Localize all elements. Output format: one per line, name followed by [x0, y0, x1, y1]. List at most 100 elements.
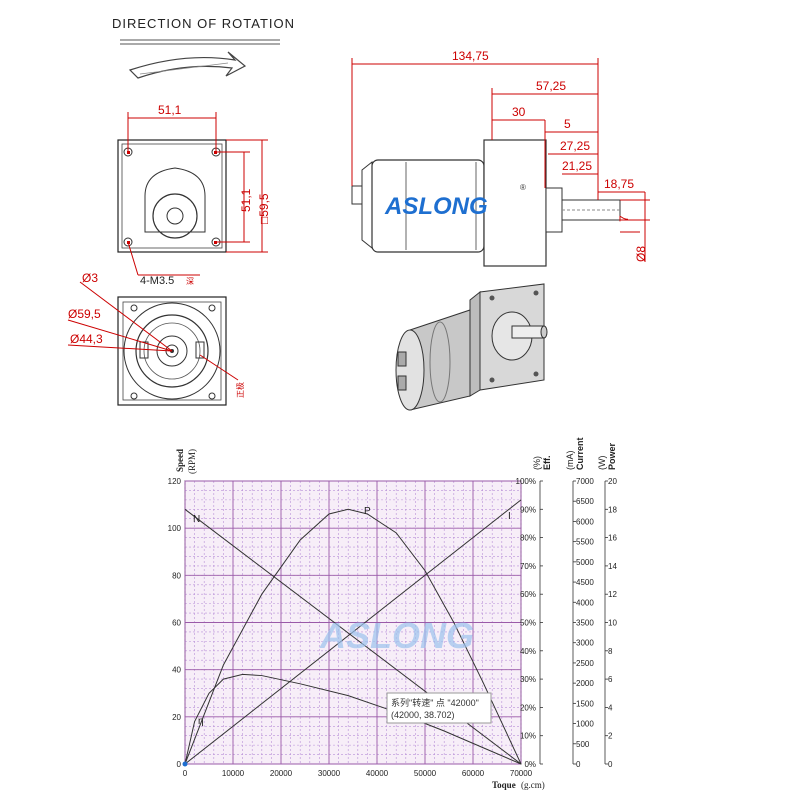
right-tick-label: 3500: [576, 619, 594, 628]
curve-label-p: P: [364, 506, 371, 517]
side-gear-length: 57,25: [536, 79, 566, 93]
y-tick-labels: 0 20 40 60 80 100 120: [168, 477, 182, 769]
right-tick-label: 14: [608, 562, 617, 571]
side-dim-8: Ø8: [634, 246, 648, 262]
direction-title: DIRECTION OF ROTATION: [112, 16, 295, 31]
right-tick-label: 1500: [576, 699, 594, 708]
x-tick-label: 0: [183, 769, 188, 778]
curve-label-i: I: [508, 511, 511, 522]
side-view: [351, 139, 621, 267]
x-tick-label: 60000: [462, 769, 485, 778]
curve-label-n: N: [193, 514, 200, 525]
right-tick-label: 4000: [576, 598, 594, 607]
origin-point: [182, 761, 188, 767]
rear-dimensions: [67, 281, 239, 381]
right-axis-unit: (mA): [565, 451, 575, 471]
x-tick-label: 30000: [318, 769, 341, 778]
right-axis-unit: (W): [597, 456, 607, 471]
curve-P: [184, 508, 522, 765]
right-tick-label: 70%: [520, 562, 536, 571]
y-axis-label: Speed: [175, 449, 185, 472]
right-tick-label: 30%: [520, 675, 536, 684]
right-tick-label: 1000: [576, 720, 594, 729]
right-tick-label: 20%: [520, 703, 536, 712]
x-tick-label: 20000: [270, 769, 293, 778]
front-square-dim: □59,5: [257, 193, 271, 224]
data-tooltip: 系列"转速" 点 "42000" (42000, 38.702): [386, 692, 492, 724]
y-axis-unit: (RPM): [187, 449, 197, 474]
right-tick-label: 12: [608, 590, 617, 599]
side-dim-7: 7: [617, 215, 631, 222]
rear-d3-dim: Ø3: [82, 271, 98, 285]
right-tick-label: 500: [576, 740, 590, 749]
right-tick-label: 0: [608, 760, 613, 769]
y-tick-label: 40: [172, 666, 181, 675]
front-dimensions: [127, 112, 268, 276]
right-tick-label: 2500: [576, 659, 594, 668]
right-axis-unit: (%): [532, 456, 542, 470]
right-tick-label: 50%: [520, 619, 536, 628]
x-axis-label: Toque: [492, 780, 516, 790]
right-tick-label: 3000: [576, 639, 594, 648]
curve-I: [184, 499, 522, 765]
y-tick-label: 20: [172, 713, 181, 722]
tooltip-value: (42000, 38.702): [391, 710, 455, 720]
right-tick-label: 20: [608, 477, 617, 486]
y-tick-label: 60: [172, 619, 181, 628]
right-tick-label: 7000: [576, 477, 594, 486]
side-dim-1875: 18,75: [604, 177, 634, 191]
right-tick-label: 6000: [576, 517, 594, 526]
right-tick-label: 90%: [520, 505, 536, 514]
chart-watermark-logo: ASLONG: [319, 615, 474, 656]
side-dimensions: [351, 58, 650, 262]
right-tick-label: 8: [608, 647, 613, 656]
right-axis-label: Current: [575, 437, 585, 470]
right-tick-label: 60%: [520, 590, 536, 599]
right-tick-label: 4500: [576, 578, 594, 587]
tooltip-series: 系列"转速" 点 "42000": [391, 697, 479, 708]
side-dim-2725: 27,25: [560, 139, 590, 153]
front-width-dim: 51,1: [158, 103, 182, 117]
front-view: [117, 139, 227, 253]
y-tick-label: 100: [168, 524, 182, 533]
front-height-dim: 51,1: [239, 188, 253, 212]
right-tick-label: 2: [608, 732, 613, 741]
x-tick-label: 40000: [366, 769, 389, 778]
right-tick-label: 0%: [524, 760, 536, 769]
right-tick-label: 18: [608, 505, 617, 514]
curve-eta: [184, 673, 522, 765]
brand-reg-mark: ®: [520, 183, 526, 192]
x-tick-label: 50000: [414, 769, 437, 778]
right-tick-label: 40%: [520, 647, 536, 656]
right-tick-label: 10%: [520, 732, 536, 741]
right-axis-label: Eff.: [542, 456, 552, 471]
right-axes: 0%10%20%30%40%50%60%70%80%90%100%Eff.(%)…: [516, 437, 618, 769]
front-hole-note-suffix: 深: [186, 277, 194, 286]
y-tick-label: 0: [177, 760, 182, 769]
side-dim-5: 5: [564, 117, 571, 131]
right-tick-label: 100%: [516, 477, 536, 486]
right-tick-label: 0: [576, 760, 581, 769]
right-tick-label: 5500: [576, 538, 594, 547]
x-tick-label: 70000: [510, 769, 533, 778]
rotation-arrow-icon: [128, 51, 247, 79]
motor-3d-view: [395, 283, 548, 411]
right-tick-label: 2000: [576, 679, 594, 688]
right-tick-label: 6500: [576, 497, 594, 506]
curve-label-eta: η: [198, 716, 204, 727]
side-dim-30: 30: [512, 105, 526, 119]
front-hole-note: 4-M3.5: [140, 275, 174, 287]
right-axis-label: Power: [607, 442, 617, 470]
y-tick-label: 120: [168, 477, 182, 486]
right-tick-label: 5000: [576, 558, 594, 567]
right-tick-label: 10: [608, 619, 617, 628]
side-total-length: 134,75: [452, 49, 489, 63]
right-tick-label: 4: [608, 703, 613, 712]
x-axis-unit: (g.cm): [521, 780, 545, 790]
rear-d595-dim: Ø59,5: [68, 307, 101, 321]
y-tick-label: 80: [172, 571, 181, 580]
rear-terminal-note: 正极: [235, 382, 245, 398]
